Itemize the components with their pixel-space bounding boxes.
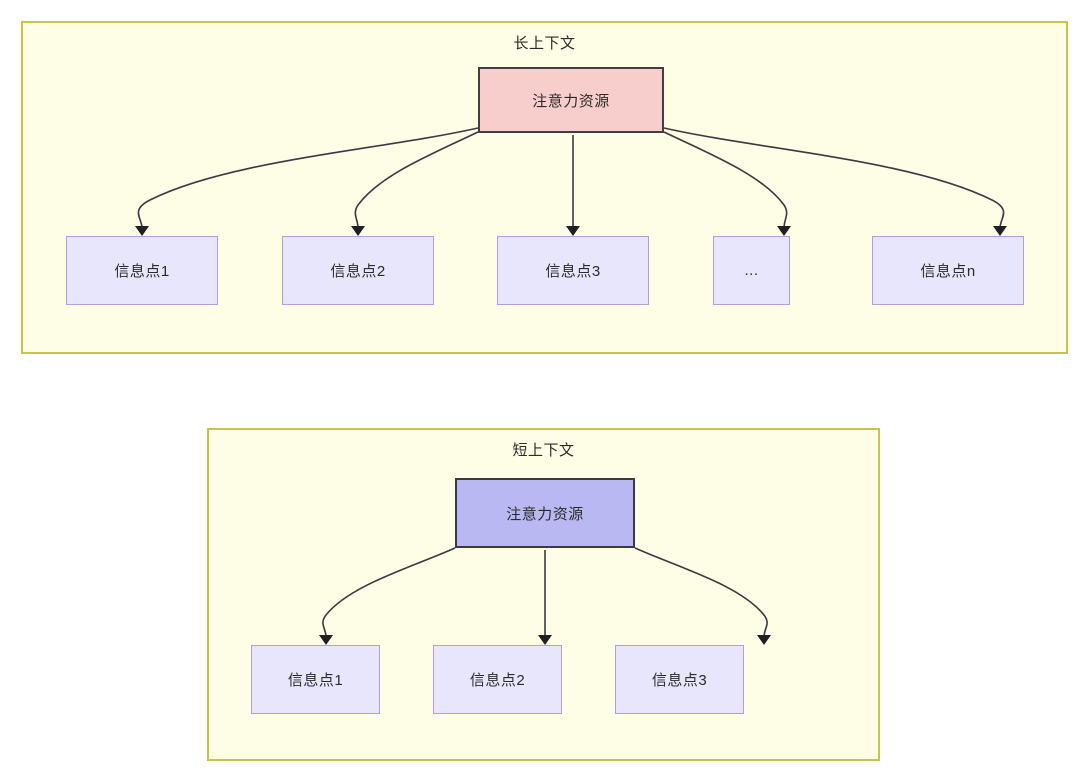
node-attention-resource-short[interactable]: 注意力资源 (455, 478, 635, 548)
node-info-point-2-short[interactable]: 信息点2 (433, 645, 562, 714)
node-info-point-n-long[interactable]: 信息点n (872, 236, 1024, 305)
node-info-point-ellipsis-long[interactable]: ... (713, 236, 790, 305)
node-attention-resource-long[interactable]: 注意力资源 (478, 67, 664, 133)
panel-long-context-title: 长上下文 (513, 35, 576, 52)
node-info-point-3-short[interactable]: 信息点3 (615, 645, 744, 714)
node-info-point-1-short[interactable]: 信息点1 (251, 645, 380, 714)
panel-short-context-title: 短上下文 (512, 442, 575, 459)
node-info-point-1-long[interactable]: 信息点1 (66, 236, 218, 305)
node-info-point-2-long[interactable]: 信息点2 (282, 236, 434, 305)
node-info-point-3-long[interactable]: 信息点3 (497, 236, 649, 305)
